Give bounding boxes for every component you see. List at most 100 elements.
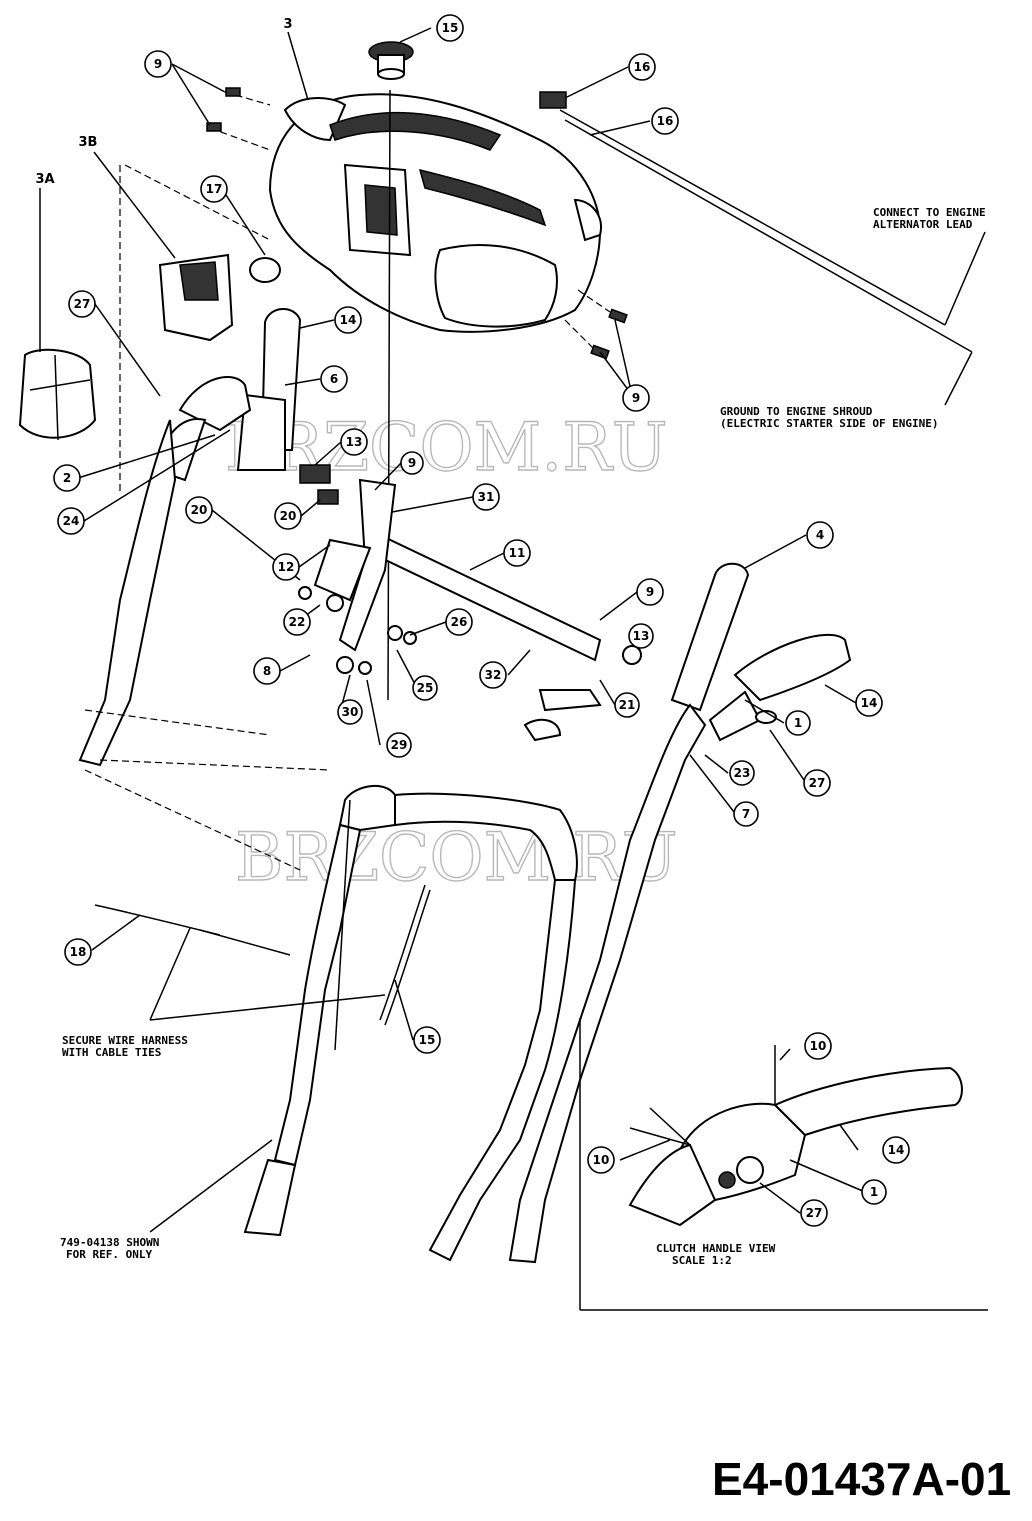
callout-21: 21: [614, 692, 640, 718]
svg-text:13: 13: [346, 435, 363, 449]
svg-text:GROUND TO ENGINE SHROUD: GROUND TO ENGINE SHROUD: [720, 405, 873, 418]
svg-text:SECURE WIRE HARNESS: SECURE WIRE HARNESS: [62, 1034, 188, 1047]
svg-text:9: 9: [646, 585, 654, 599]
callout-16: 16: [651, 107, 679, 135]
clutch-handle-view-inset: [579, 1018, 988, 1311]
callout-13: 13: [340, 428, 368, 456]
note-reference-only: 749-04138 SHOWN FOR REF. ONLY: [60, 1236, 159, 1261]
right-handle: [508, 562, 852, 1264]
callout-14: 14: [882, 1136, 910, 1164]
svg-text:20: 20: [280, 509, 297, 523]
callout-8: 8: [253, 657, 281, 685]
svg-text:26: 26: [451, 615, 468, 629]
svg-text:9: 9: [408, 456, 416, 470]
svg-text:14: 14: [888, 1143, 905, 1157]
svg-text:22: 22: [289, 615, 306, 629]
callout-11: 11: [503, 539, 531, 567]
svg-text:25: 25: [417, 681, 434, 695]
cable-18: [94, 799, 431, 1051]
svg-text:16: 16: [634, 60, 651, 74]
svg-text:749-04138 SHOWN: 749-04138 SHOWN: [60, 1236, 159, 1249]
callout-20: 20: [185, 496, 213, 524]
svg-text:7: 7: [742, 807, 750, 821]
callout-1: 1: [861, 1179, 887, 1205]
fuel-cap: [368, 41, 414, 80]
callout-15: 15: [413, 1026, 441, 1054]
note-secure-harness: SECURE WIRE HARNESS WITH CABLE TIES: [62, 1034, 188, 1059]
callout-4: 4: [806, 521, 834, 549]
callout-17: 17: [200, 175, 228, 203]
svg-text:CLUTCH HANDLE VIEW: CLUTCH HANDLE VIEW: [656, 1242, 776, 1255]
svg-text:4: 4: [816, 528, 824, 542]
svg-text:9: 9: [632, 391, 640, 405]
svg-text:18: 18: [70, 945, 87, 959]
svg-text:14: 14: [861, 696, 878, 710]
svg-text:31: 31: [478, 490, 495, 504]
callout-6: 6: [320, 365, 348, 393]
control-rod-assembly: [298, 464, 602, 742]
callout-10: 10: [804, 1032, 832, 1060]
callout-30: 30: [337, 699, 363, 725]
callout-29: 29: [386, 732, 412, 758]
cover-plate-3b: [119, 164, 271, 495]
svg-text:CONNECT TO ENGINE: CONNECT TO ENGINE: [873, 206, 986, 219]
svg-text:WITH CABLE TIES: WITH CABLE TIES: [62, 1046, 161, 1059]
callout-23: 23: [729, 760, 755, 786]
callout-20: 20: [274, 502, 302, 530]
svg-text:2: 2: [63, 471, 71, 485]
callout-2: 2: [53, 464, 81, 492]
callout-12: 12: [272, 553, 300, 581]
engine-note-leaders: [944, 231, 986, 406]
svg-text:12: 12: [278, 560, 295, 574]
note-clutch-handle-view: CLUTCH HANDLE VIEW SCALE 1:2: [656, 1242, 776, 1267]
callout-9: 9: [622, 384, 650, 412]
callout-14: 14: [855, 689, 883, 717]
reference-leader: [149, 1139, 273, 1233]
svg-text:14: 14: [340, 313, 357, 327]
engine-shroud: [249, 93, 602, 333]
left-handle: [78, 308, 302, 767]
callout-16: 16: [628, 53, 656, 81]
wire-harness: [387, 89, 973, 701]
callout-1: 1: [785, 710, 811, 736]
drawing-code: E4-01437A-01: [712, 1453, 1011, 1505]
svg-text:24: 24: [63, 514, 80, 528]
svg-text:6: 6: [330, 372, 338, 386]
svg-text:15: 15: [419, 1033, 436, 1047]
svg-text:21: 21: [619, 698, 636, 712]
callout-32: 32: [479, 661, 507, 689]
callout-10: 10: [587, 1146, 615, 1174]
callout-25: 25: [412, 675, 438, 701]
svg-text:1: 1: [870, 1185, 878, 1199]
svg-text:8: 8: [263, 664, 271, 678]
callout-15: 15: [436, 14, 464, 42]
lower-handle: [84, 709, 578, 1262]
callout-31: 31: [472, 483, 500, 511]
callout-9: 9: [636, 578, 664, 606]
callout-9: 9: [144, 50, 172, 78]
svg-text:ALTERNATOR LEAD: ALTERNATOR LEAD: [873, 218, 973, 231]
svg-text:1: 1: [794, 716, 802, 730]
bolts-top-left: [206, 87, 271, 151]
svg-text:32: 32: [485, 668, 502, 682]
note-ground-shroud: GROUND TO ENGINE SHROUD (ELECTRIC STARTE…: [720, 405, 939, 430]
note-connect-alternator: CONNECT TO ENGINE ALTERNATOR LEAD: [873, 206, 986, 231]
svg-text:16: 16: [657, 114, 674, 128]
label-3: 3: [283, 17, 292, 32]
svg-text:9: 9: [154, 57, 162, 71]
callout-14: 14: [334, 306, 362, 334]
watermark-middle: BRZCOM.RU: [235, 819, 678, 896]
svg-text:27: 27: [809, 776, 826, 790]
svg-text:13: 13: [633, 629, 650, 643]
secure-harness-leaders: [149, 927, 386, 1021]
svg-text:20: 20: [191, 503, 208, 517]
callout-13: 13: [628, 623, 654, 649]
svg-text:FOR REF. ONLY: FOR REF. ONLY: [66, 1248, 152, 1261]
callout-24: 24: [57, 507, 85, 535]
callout-bubbles: 15 9 16 16 17 27 14 6 9 13 9 2 31 20 20 …: [53, 14, 910, 1227]
svg-text:SCALE 1:2: SCALE 1:2: [672, 1254, 732, 1267]
callout-27: 27: [68, 290, 96, 318]
svg-text:15: 15: [442, 21, 459, 35]
svg-text:10: 10: [593, 1153, 610, 1167]
